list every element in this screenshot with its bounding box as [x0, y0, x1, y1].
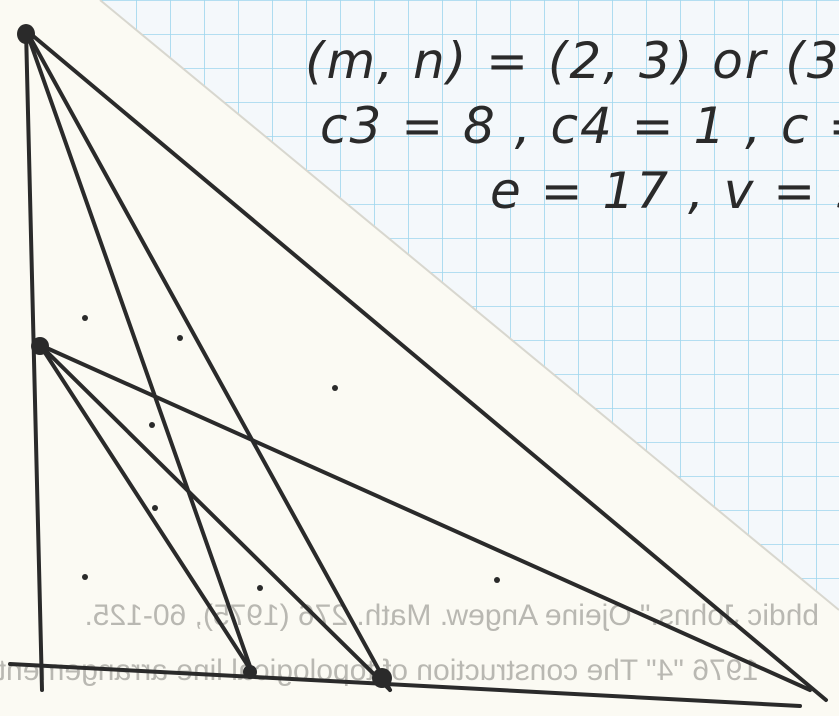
face-dots — [82, 315, 500, 591]
face-dot — [82, 315, 88, 321]
face-dot — [177, 335, 183, 341]
line-arrangement — [8, 28, 828, 708]
face-dot — [257, 585, 263, 591]
face-dot — [82, 574, 88, 580]
line-left-vertical — [24, 28, 44, 692]
note-counts: c3 = 8 , c4 = 1 , c = 9 — [320, 97, 839, 155]
face-dot — [332, 385, 338, 391]
vertex-bottom-2 — [372, 668, 392, 688]
vertex-mid — [31, 337, 49, 355]
face-dot — [494, 577, 500, 583]
handwritten-notes: (m, n) = (2, 3) or (3, 2) c3 = 8 , c4 = … — [305, 32, 839, 220]
vertices — [17, 24, 392, 688]
line-mid-to-bottom-1 — [38, 343, 254, 674]
vertex-top — [17, 24, 35, 44]
note-mn: (m, n) = (2, 3) or (3, 2) — [305, 32, 839, 90]
line-bottom-base — [8, 662, 802, 708]
line-hypotenuse — [24, 28, 828, 702]
vertex-bottom-1 — [243, 665, 257, 679]
note-ev: e = 17 , v = 9 — [490, 162, 839, 220]
face-dot — [152, 505, 158, 511]
line-top-to-bottom-1 — [24, 28, 254, 674]
line-mid-to-right — [38, 343, 812, 692]
face-dot — [149, 422, 155, 428]
paper-edge — [99, 0, 839, 611]
line-top-to-bottom-2 — [24, 28, 392, 692]
line-mid-to-bottom-2 — [38, 343, 392, 692]
